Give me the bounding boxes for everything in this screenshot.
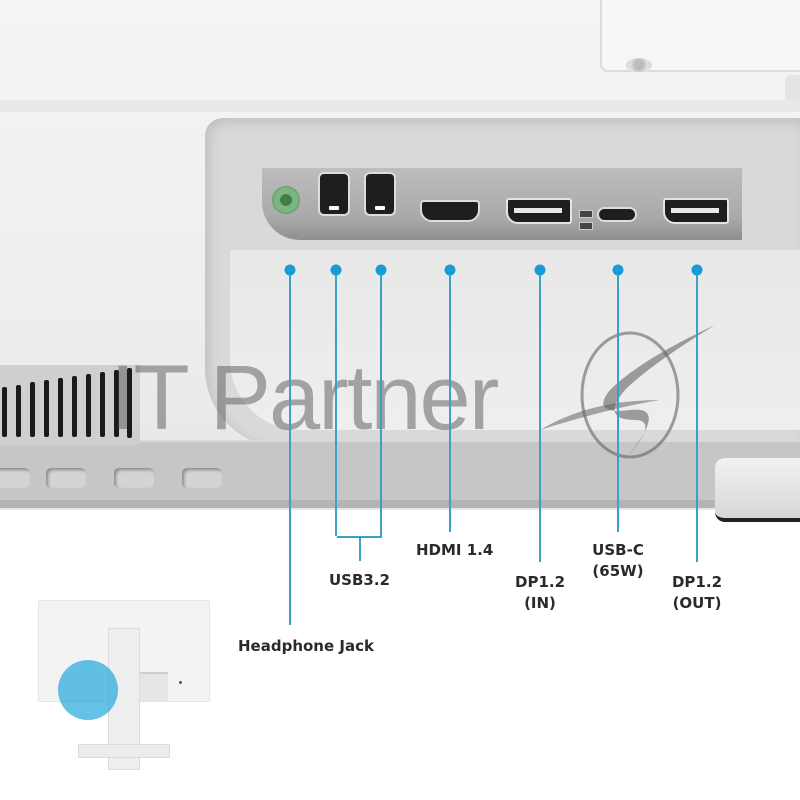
label-usb-c: USB-C (65W) [588,540,648,582]
callout-dot-usb-2 [375,264,387,276]
label-headphone-jack: Headphone Jack [238,637,374,655]
usb-bracket-stem [359,536,361,561]
callout-dot-dp-in [534,264,546,276]
callout-line-usb-2 [380,270,382,536]
label-hdmi: HDMI 1.4 [416,541,494,559]
vent-slot [58,378,63,437]
callout-dot-usb-c [612,264,624,276]
callout-line-hdmi [449,270,451,532]
vent-slot [114,370,119,437]
callout-line-usb-1 [335,270,337,536]
thumbnail-base [78,744,170,758]
callout-line-usb-c [617,270,619,532]
callout-dot-hdmi [444,264,456,276]
callout-line-dp-out [696,270,698,562]
recess-floor [230,250,800,430]
label-dp-in: DP1.2 (IN) [515,572,565,614]
thumbnail-highlight-circle [58,660,118,720]
callout-dot-headphone [284,264,296,276]
label-usb: USB3.2 [329,571,390,589]
vent-slot [2,387,7,437]
stand-base-foot [715,458,800,522]
lower-shadow [0,500,720,508]
label-dp-in-line1: DP1.2 [515,573,566,591]
usb-c-icon [597,207,637,222]
ds-tick [579,222,593,230]
audio-jack-icon [272,186,300,214]
label-dp-out-line2: (OUT) [672,594,722,612]
rubber-foot [114,468,154,488]
label-dp-in-line2: (IN) [524,594,556,612]
usb-a-icon [318,172,350,216]
watermark-logo-icon [540,325,715,460]
hdmi-icon [420,200,480,222]
label-usb-c-line1: USB-C [592,541,644,559]
callout-dot-dp-out [691,264,703,276]
vent-grille [0,365,140,445]
label-dp-out: DP1.2 (OUT) [668,572,726,614]
watermark-text: IT Partner [110,347,499,449]
usb-a-icon [364,172,396,216]
displayport-icon [663,198,729,224]
body-ledge [0,100,800,112]
rubber-foot [182,468,222,488]
thumbnail-led [179,681,182,684]
thumbnail-port-area [138,672,168,702]
ds-tick [579,210,593,218]
vent-slot [44,380,49,437]
callout-line-headphone [289,270,291,625]
callout-dot-usb-1 [330,264,342,276]
rubber-foot [46,468,86,488]
vent-slot [30,382,35,437]
vent-slot [16,385,21,437]
vent-slot [127,368,132,438]
screw-icon [626,58,652,72]
rubber-foot [0,468,30,488]
stand-edge [785,75,800,105]
label-dp-out-line1: DP1.2 [671,573,723,591]
vent-slot [86,374,91,437]
vent-slot [100,372,105,437]
displayport-icon [506,198,572,224]
vent-slot [72,376,77,437]
callout-line-dp-in [539,270,541,562]
label-usb-c-line2: (65W) [592,562,644,580]
